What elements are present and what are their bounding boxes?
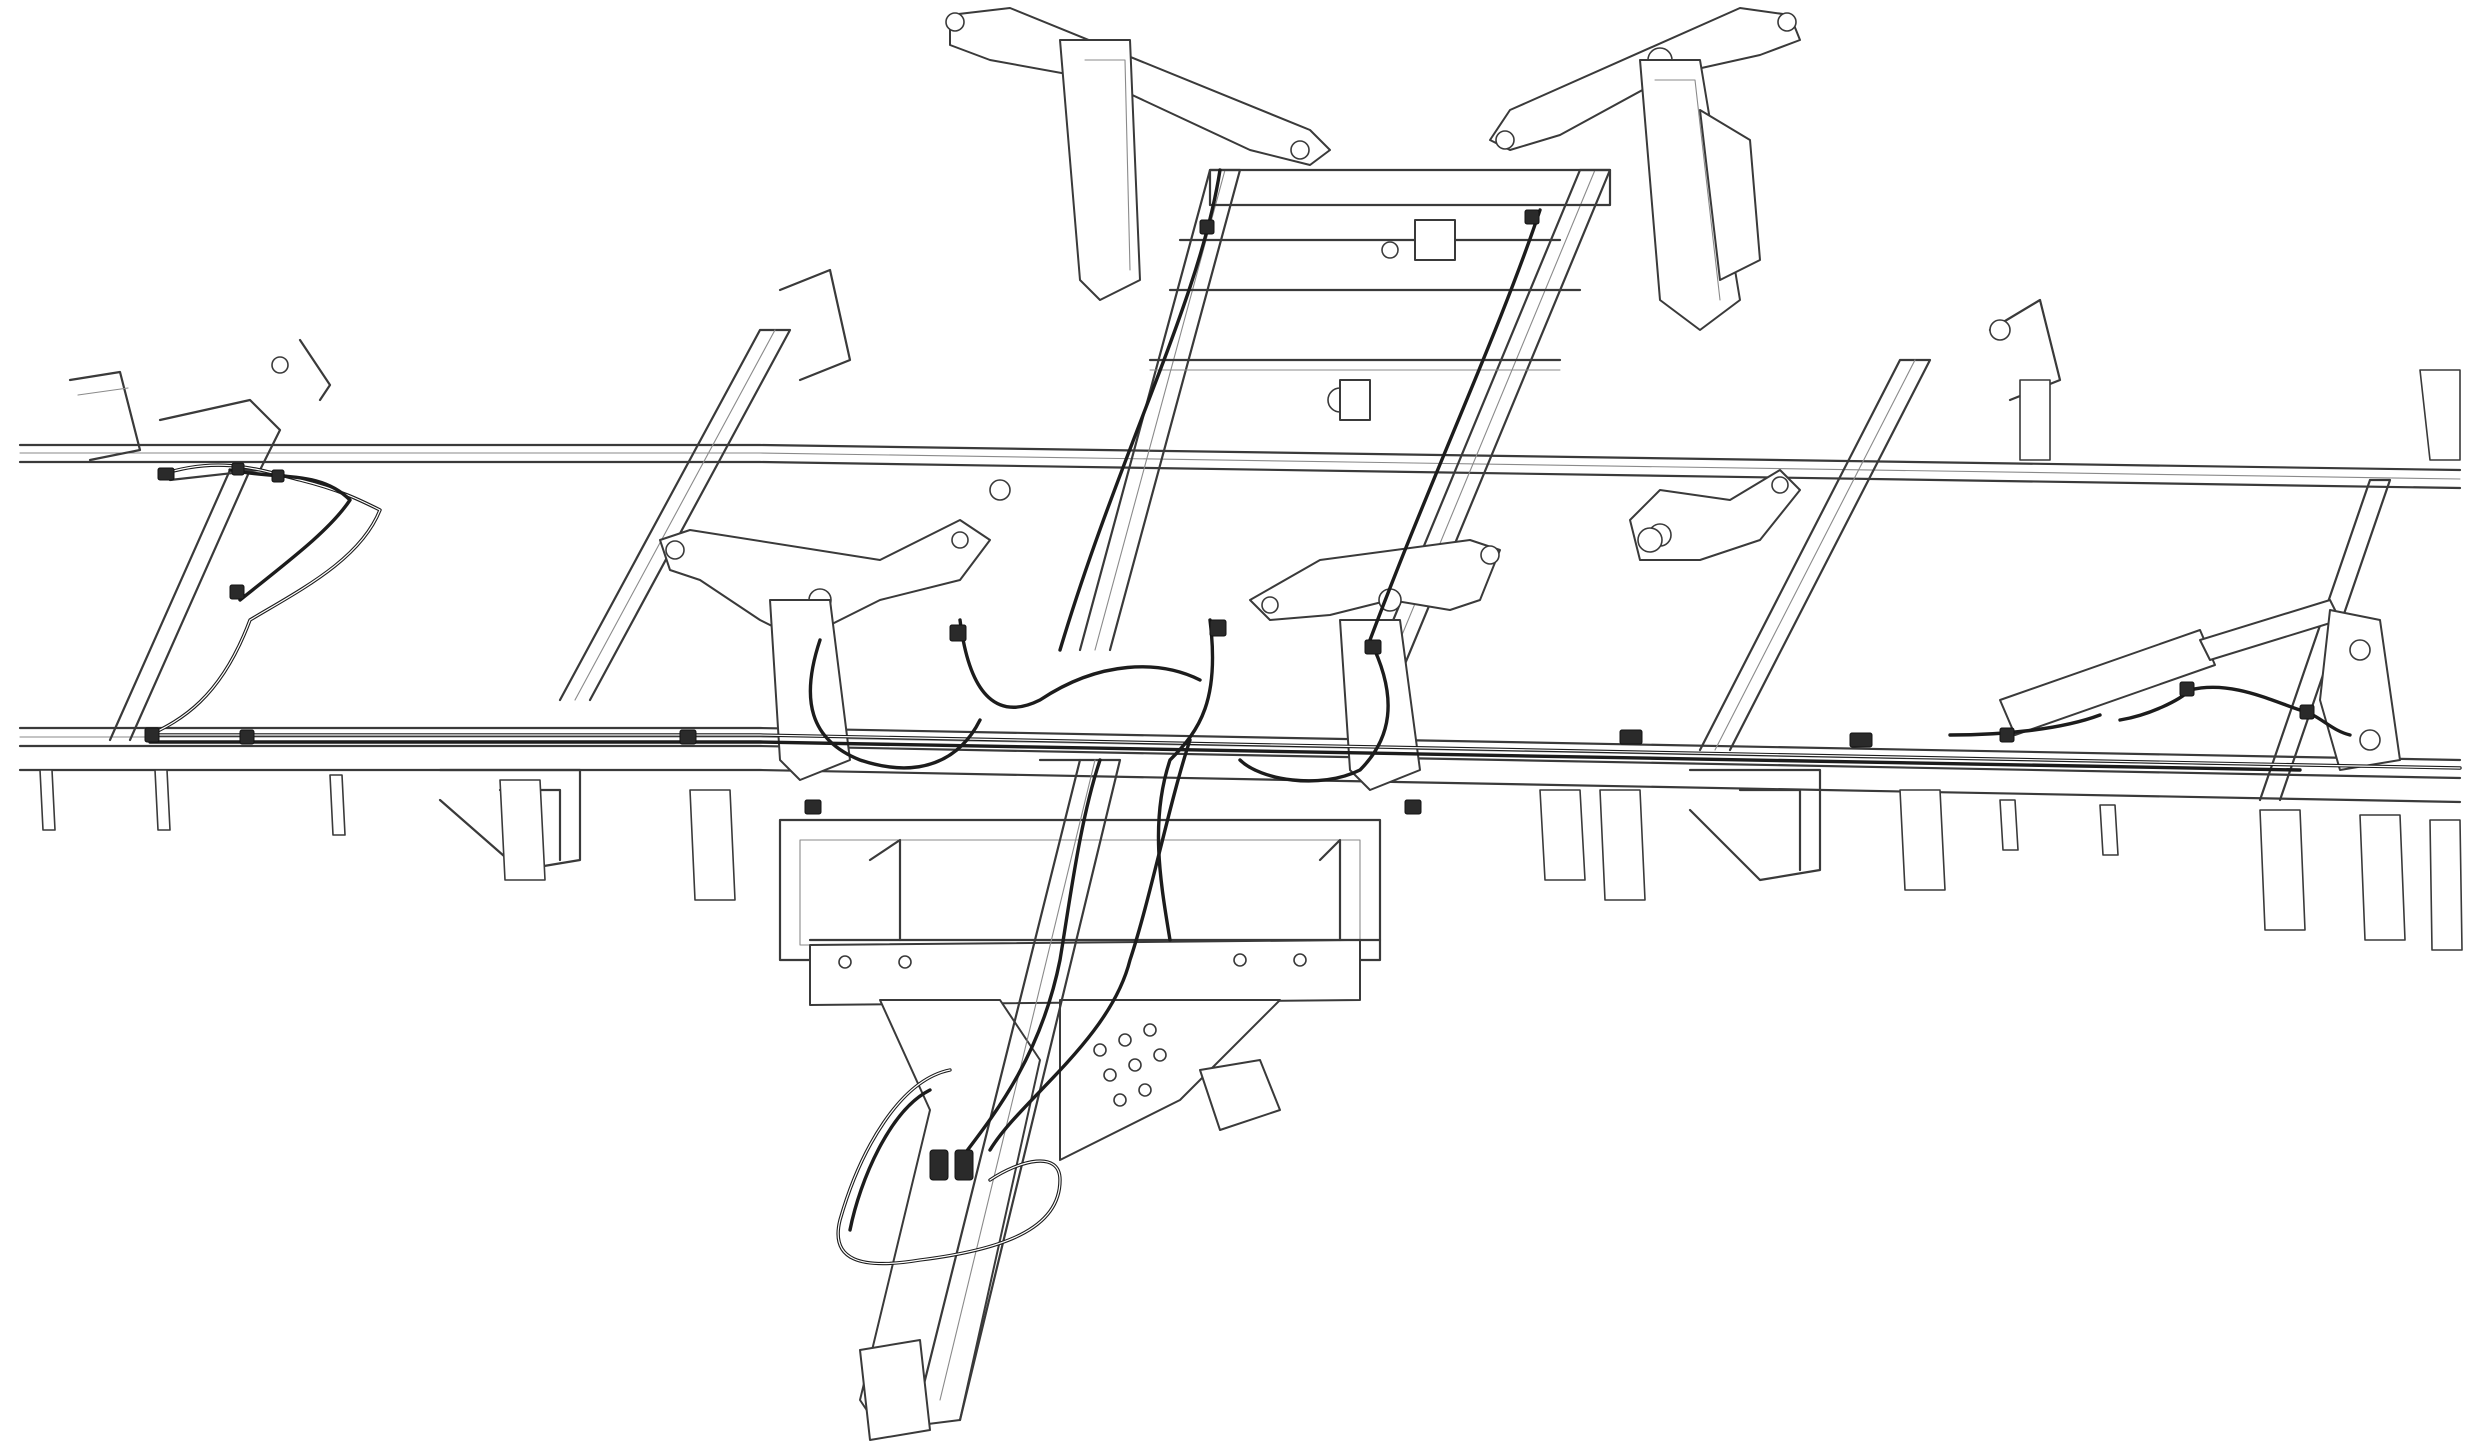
frame-pivot-bolts (271, 219, 2011, 553)
right-upper-lift-arm (1489, 7, 1801, 331)
rear-toolbar (18, 443, 2462, 490)
hydraulic-hoses (148, 168, 2462, 1266)
hydraulic-cylinder (1999, 599, 2401, 771)
right-rear-lift-arm (1629, 469, 1801, 561)
left-upper-lift-arm (945, 7, 1331, 301)
shank-row (39, 369, 2463, 951)
hitch-tongue (859, 758, 1281, 1441)
hose-fittings (144, 209, 2315, 1181)
centre-chassis-box (778, 818, 1382, 1006)
